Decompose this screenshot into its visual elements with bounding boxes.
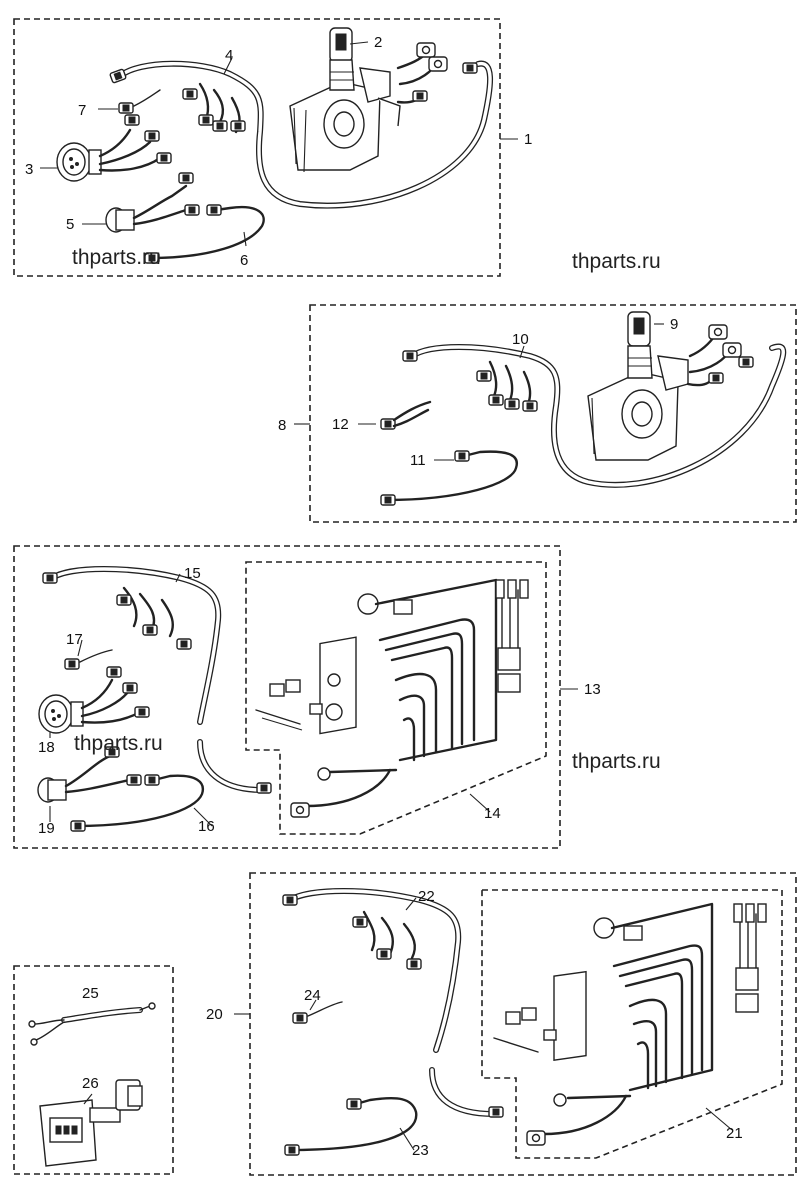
callout-14: 14 <box>484 805 501 822</box>
callout-25: 25 <box>82 985 99 1002</box>
watermark-text: thparts.ru <box>572 750 661 773</box>
callout-5: 5 <box>66 216 74 233</box>
assembly-group-13 <box>13 545 578 849</box>
callout-6: 6 <box>240 252 248 269</box>
callout-15: 15 <box>184 565 201 582</box>
callout-11: 11 <box>410 452 426 469</box>
assembly-group-8 <box>294 304 797 523</box>
callout-20: 20 <box>206 1006 223 1023</box>
assembly-group-25-26 <box>13 965 174 1175</box>
callout-21: 21 <box>726 1125 743 1142</box>
callout-2: 2 <box>374 34 382 51</box>
callout-26: 26 <box>82 1075 99 1092</box>
callout-17: 17 <box>66 631 83 648</box>
watermark-text: thparts.ru <box>72 246 161 269</box>
watermark-text: thparts.ru <box>74 732 163 755</box>
callout-4: 4 <box>225 47 233 64</box>
callout-18: 18 <box>38 739 55 756</box>
callout-1: 1 <box>524 131 532 148</box>
callout-16: 16 <box>198 818 215 835</box>
watermark-text: thparts.ru <box>572 250 661 273</box>
assembly-group-20 <box>234 872 797 1176</box>
callout-13: 13 <box>584 681 601 698</box>
callout-19: 19 <box>38 820 55 837</box>
callout-23: 23 <box>412 1142 429 1159</box>
callout-8: 8 <box>278 417 286 434</box>
assembly-group-1 <box>13 18 518 277</box>
callout-10: 10 <box>512 331 529 348</box>
callout-7: 7 <box>78 102 86 119</box>
callout-24: 24 <box>304 987 321 1004</box>
callout-12: 12 <box>332 416 349 433</box>
callout-22: 22 <box>418 888 435 905</box>
callout-3: 3 <box>25 161 33 178</box>
callout-9: 9 <box>670 316 678 333</box>
